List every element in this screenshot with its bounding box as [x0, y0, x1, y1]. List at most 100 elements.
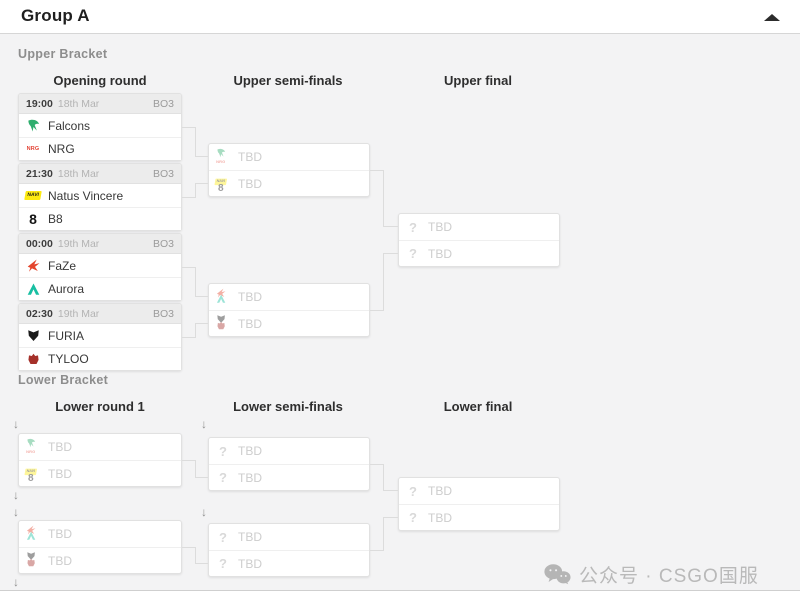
bracket-connector — [182, 127, 196, 128]
bracket-connector — [195, 563, 208, 564]
bracket-slot: ? TBD — [209, 550, 369, 576]
bracket-slot: NAVI 8 TBD — [19, 460, 181, 486]
pending-teams-navi-b8-icon: NAVI 8 — [214, 173, 232, 194]
slot-label: TBD — [428, 510, 452, 525]
falcons-logo-icon — [25, 118, 41, 134]
unknown-team-icon: ? — [409, 483, 417, 499]
slot-label: TBD — [238, 150, 262, 164]
pending-teams-falcons-nrg-icon: NRG — [25, 437, 42, 458]
slot-label: TBD — [48, 527, 72, 541]
collapse-caret-icon[interactable] — [764, 14, 780, 21]
match-navi-b8: 21:30 18th Mar BO3 NAVI Natus Vincere 8 … — [18, 163, 182, 231]
bracket-connector — [195, 267, 196, 297]
match-header: 00:00 19th Mar BO3 — [19, 234, 181, 254]
falcons-logo-icon — [25, 436, 37, 448]
bracket-slot: TBD — [209, 310, 369, 336]
pending-teams-faze-aurora-icon — [25, 524, 42, 545]
slot-label: TBD — [428, 246, 452, 261]
bracket-connector — [182, 267, 196, 268]
bracket-slot: ? TBD — [399, 478, 559, 504]
lower-round1-match-2: TBD TBD — [18, 520, 182, 574]
aurora-logo-icon — [215, 293, 227, 305]
slot-label: TBD — [238, 176, 262, 191]
lower-semifinal-2: ? TBD ? TBD — [208, 523, 370, 577]
team-name: Natus Vincere — [48, 188, 124, 203]
bracket-connector — [182, 337, 196, 338]
team-row[interactable]: NAVI Natus Vincere — [19, 184, 181, 207]
bracket-connector — [195, 183, 208, 184]
match-time: 02:30 — [26, 307, 53, 320]
bracket-connector — [383, 253, 398, 254]
pending-teams-faze-aurora-icon — [215, 287, 232, 308]
team-row[interactable]: NRG NRG — [19, 137, 181, 160]
match-faze-aurora: 00:00 19th Mar BO3 FaZe Aurora — [18, 233, 182, 301]
match-time: 19:00 — [26, 97, 53, 110]
column-header-opening-round: Opening round — [53, 73, 147, 88]
drop-from-upper-arrow-icon: ↓ — [201, 505, 207, 519]
lower-bracket-label: Lower Bracket — [18, 373, 109, 387]
tyloo-logo-icon — [25, 351, 41, 367]
bracket-connector — [182, 460, 195, 461]
unknown-team-icon: ? — [409, 510, 417, 525]
match-time: 21:30 — [26, 167, 53, 180]
bracket-connector — [383, 226, 398, 227]
bracket-slot: ? TBD — [209, 438, 369, 464]
match-format: BO3 — [152, 97, 174, 110]
nrg-logo-icon: NRG — [216, 159, 226, 165]
team-row[interactable]: Aurora — [19, 277, 181, 300]
slot-label: TBD — [238, 530, 262, 544]
match-format: BO3 — [152, 167, 174, 180]
bracket-slot: NRG TBD — [19, 434, 181, 460]
bracket-connector — [383, 517, 398, 518]
team-name: TYLOO — [48, 352, 89, 366]
bracket-connector — [383, 170, 384, 227]
bracket-slot: ? TBD — [399, 504, 559, 530]
column-header-lower-semifinals: Lower semi-finals — [233, 399, 343, 414]
pending-teams-navi-b8-icon: NAVI 8 — [24, 463, 42, 484]
match-header: 19:00 18th Mar BO3 — [19, 94, 181, 114]
team-row[interactable]: TYLOO — [19, 347, 181, 370]
team-row[interactable]: FaZe — [19, 254, 181, 277]
bracket-connector — [195, 127, 196, 157]
bracket-slot: TBD — [209, 284, 369, 310]
unknown-team-icon: ? — [409, 246, 417, 261]
wechat-icon — [544, 564, 571, 585]
bracket-connector — [370, 310, 383, 311]
falcons-logo-icon — [215, 146, 227, 158]
bracket-connector — [195, 547, 196, 564]
bracket-slot: NAVI 8 TBD — [209, 170, 369, 196]
group-header[interactable]: Group A — [0, 0, 800, 34]
bracket-connector — [195, 183, 196, 198]
lower-final: ? TBD ? TBD — [398, 477, 560, 531]
match-format: BO3 — [152, 237, 174, 250]
team-row[interactable]: FURIA — [19, 324, 181, 347]
upper-semifinal-2: TBD TBD — [208, 283, 370, 337]
team-name: NRG — [48, 142, 75, 156]
bracket-connector — [195, 460, 196, 478]
match-header: 21:30 18th Mar BO3 — [19, 164, 181, 184]
b8-logo-icon: 8 — [27, 471, 34, 484]
slot-label: TBD — [48, 440, 72, 454]
team-row[interactable]: 8 B8 — [19, 207, 181, 230]
bracket-slot: NRG TBD — [209, 144, 369, 170]
aurora-logo-icon — [25, 281, 41, 297]
bracket-connector — [370, 550, 383, 551]
drop-from-upper-arrow-icon: ↓ — [13, 488, 19, 502]
match-header: 02:30 19th Mar BO3 — [19, 304, 181, 324]
pending-teams-furia-tyloo-icon — [215, 313, 232, 334]
bracket-slot: TBD — [19, 521, 181, 547]
slot-label: TBD — [428, 484, 452, 498]
column-header-lower-final: Lower final — [443, 399, 513, 414]
furia-logo-icon — [25, 328, 41, 344]
upper-semifinal-1: NRG TBD NAVI 8 TBD — [208, 143, 370, 197]
unknown-team-icon: ? — [219, 470, 227, 485]
slot-label: TBD — [238, 470, 262, 485]
team-row[interactable]: Falcons — [19, 114, 181, 137]
drop-from-upper-arrow-icon: ↓ — [13, 417, 19, 431]
bracket-connector — [383, 490, 398, 491]
team-name: B8 — [48, 212, 63, 226]
bracket-connector — [182, 547, 195, 548]
column-header-upper-final: Upper final — [444, 73, 512, 88]
nrg-logo-icon: NRG — [26, 449, 36, 455]
